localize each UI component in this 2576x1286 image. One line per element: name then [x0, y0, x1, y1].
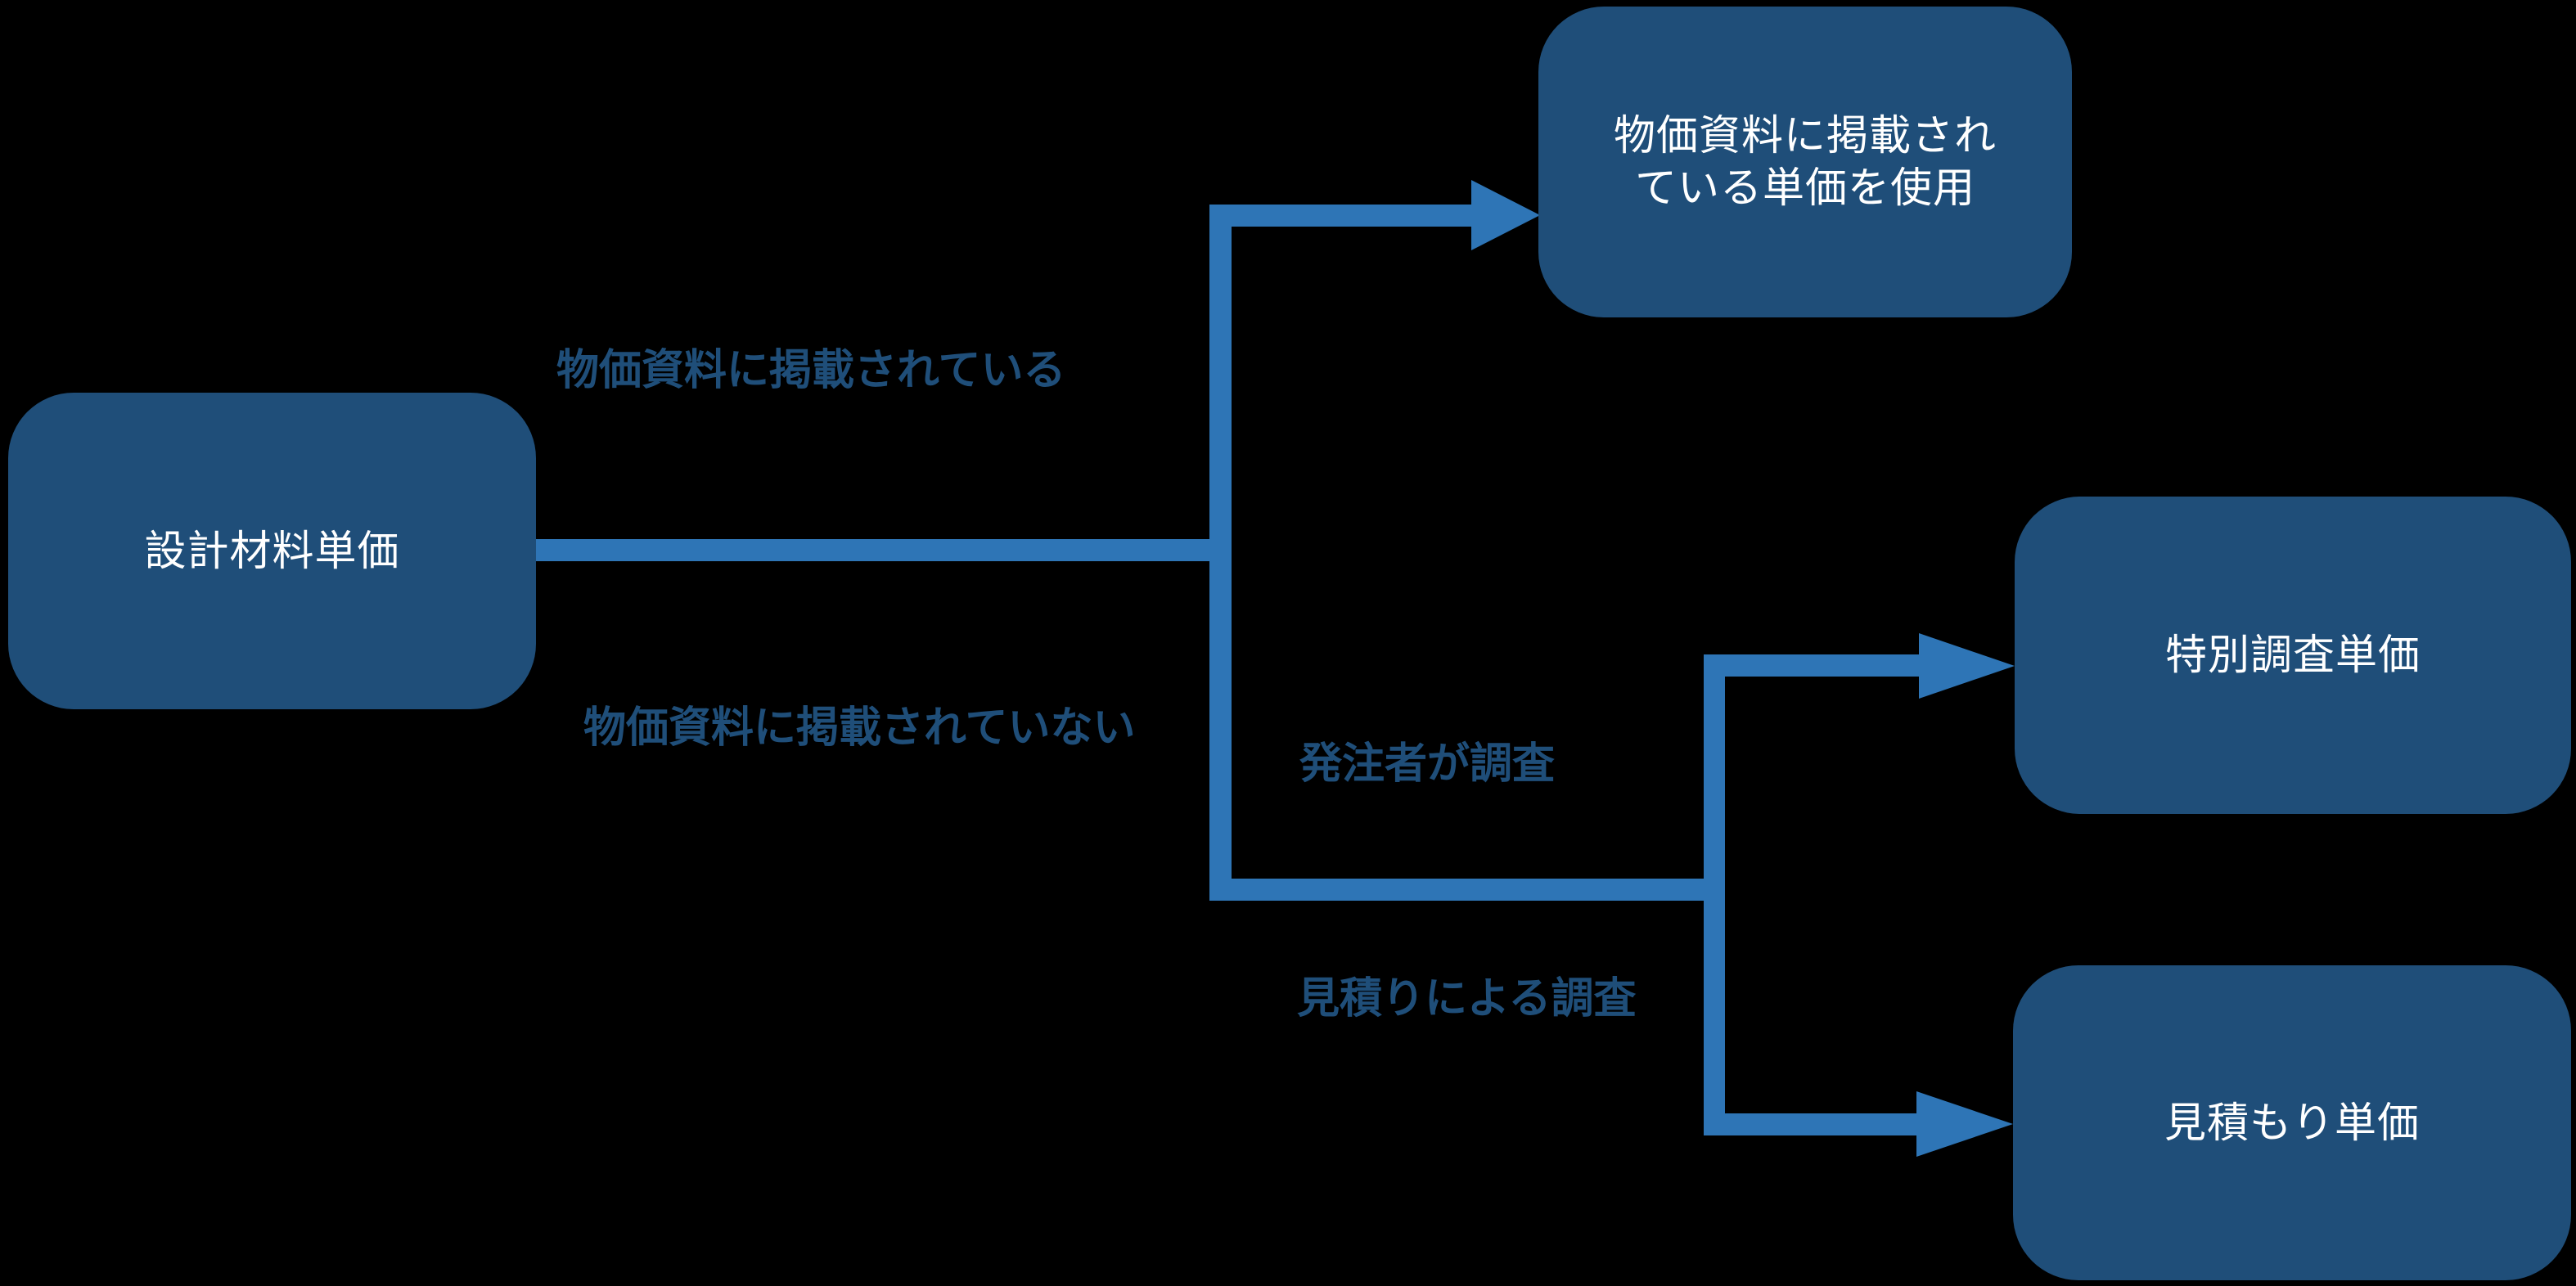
- edge-label-orderer-surveys: 発注者が調査: [1299, 740, 1556, 788]
- arrowhead-to-listed-icon: [1471, 180, 1540, 250]
- arrowhead-to-special-icon: [1919, 633, 2015, 699]
- node-label-line2: ている単価を使用: [1634, 164, 1975, 211]
- edge-label-not-listed-in-price-data: 物価資料に掲載されていない: [583, 704, 1136, 752]
- connector-to-listed-shaft: [1209, 205, 1471, 227]
- edge-label-listed-in-price-data: 物価資料に掲載されている: [556, 347, 1066, 394]
- connector-branch2-vertical: [1704, 654, 1725, 1135]
- arrowhead-to-estimate-icon: [1916, 1091, 2013, 1157]
- connector-branch2-horizontal: [1209, 879, 1725, 901]
- connector-branch-vertical: [1209, 205, 1232, 900]
- flowchart-node-estimate-unit-price: 見積もり単価: [2013, 965, 2571, 1280]
- flowchart-node-use-listed-unit-price: 物価資料に掲載され ている単価を使用: [1538, 7, 2072, 317]
- connector-to-estimate-shaft: [1704, 1113, 1916, 1135]
- connector-to-special-shaft: [1704, 654, 1919, 677]
- node-label: 見積もり単価: [2164, 1099, 2420, 1146]
- flowchart-node-special-survey-unit-price: 特別調査単価: [2015, 497, 2571, 814]
- node-label-line1: 物価資料に掲載され: [1613, 112, 1997, 159]
- node-label: 設計材料単価: [144, 527, 400, 574]
- edge-label-survey-by-quotation: 見積りによる調査: [1297, 975, 1637, 1023]
- connector-root-to-branch: [536, 539, 1232, 561]
- node-label: 特別調査単価: [2164, 632, 2421, 678]
- flowchart-node-design-material-unit-price: 設計材料単価: [8, 393, 536, 709]
